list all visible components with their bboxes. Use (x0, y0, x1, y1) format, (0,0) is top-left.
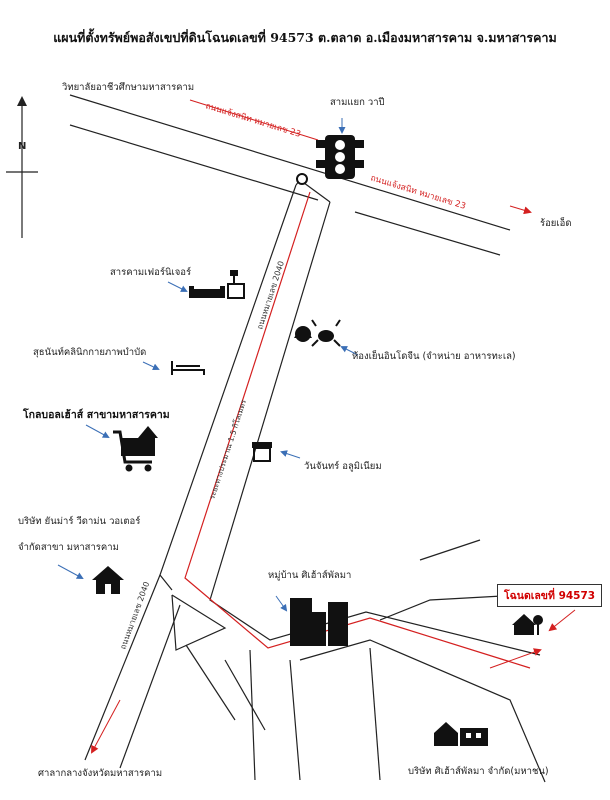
highway-23-label-b: ถนนแจ้งสนิท หมายเลข 23 (369, 172, 467, 211)
company-label: บริษัท ศิเฮ้าส์พัลมา จำกัด(มหาชน) (408, 766, 549, 777)
highway-route-line (189, 99, 319, 141)
lamp-table-icon (227, 270, 245, 299)
route-line (184, 191, 531, 669)
house-icon (92, 566, 124, 594)
globalhouse-label: โกลบอลเฮ้าส์ สาขามหาสารคาม (23, 409, 170, 421)
highway-23-road (69, 94, 511, 256)
yanmar-label-line1: บริษัท ยันม่าร์ วีดาม่น วอเตอร์ (18, 516, 141, 527)
aluminium-pointer (280, 450, 301, 459)
road-2040 (159, 179, 541, 656)
cityhall-label: ศาลากลางจังหวัดมหาสารคาม (38, 768, 163, 779)
furniture-label: สารคามเฟอร์นิเจอร์ (110, 267, 192, 278)
clinic-pointer (142, 361, 160, 371)
buildings-icon (290, 598, 348, 646)
roiet-label: ร้อยเอ็ด (540, 218, 572, 229)
shopping-cart-icon (113, 426, 158, 472)
yanmar-label-line2: จำกัดสาขา มหาสารคาม (18, 542, 119, 553)
village-pointer (275, 595, 288, 612)
intersection-label: สามแยก วาปี (330, 97, 385, 108)
shop-icon (252, 442, 272, 462)
location-pin-icon (296, 173, 308, 185)
village-label: หมู่บ้าน ศิเฮ้าส์พัลมา (268, 570, 352, 581)
furniture-pointer (167, 281, 188, 292)
target-pointer-arrow (548, 609, 576, 632)
college-label: วิทยาลัยอาชีวศึกษามหาสารคาม (62, 82, 195, 93)
road-2040-south (84, 574, 181, 769)
roiet-route-arrow (509, 205, 532, 215)
highway-23-label-a: ถนนแจ้งสนิท หมายเลข 23 (204, 100, 302, 139)
crab-icon (311, 319, 341, 347)
seafood-pointer (340, 346, 359, 356)
bed-icon (171, 361, 205, 375)
north-label: N (18, 141, 27, 152)
route-arrow-to-target (489, 648, 542, 669)
seafood-label: ห้องเย็นอินโดจีน (จำหน่าย อาหารทะเล) (352, 351, 516, 362)
clinic-label: สุธนันท์คลินิกกายภาพบำบัด (33, 347, 147, 358)
yanmar-pointer (57, 564, 84, 579)
road-2040-label-lower: ถนนหมายเลข 2040 (118, 580, 151, 650)
side-roads (171, 539, 546, 783)
sofa-icon (189, 286, 225, 298)
aluminium-label: วันจันทร์ อลูมิเนียม (304, 461, 382, 472)
shell-icon (294, 326, 312, 342)
company-buildings-icon (434, 722, 488, 746)
road-2040-label-upper: ถนนหมายเลข 2040 (255, 260, 286, 331)
distance-label: ระยะทางประมาณ 1.5 กิโลเมตร (207, 398, 248, 500)
target-house-icon (512, 614, 543, 635)
traffic-light-icon (316, 135, 364, 179)
cityhall-route-arrow (91, 699, 121, 754)
target-land-label: โฉนดเลขที่ 94573 (497, 584, 603, 607)
globalhouse-pointer (85, 424, 110, 438)
north-arrow-icon (6, 96, 38, 238)
map-title: แผนที่ตั้งทรัพย์พอสังเขปที่ดินโฉนดเลขที่… (53, 30, 557, 45)
